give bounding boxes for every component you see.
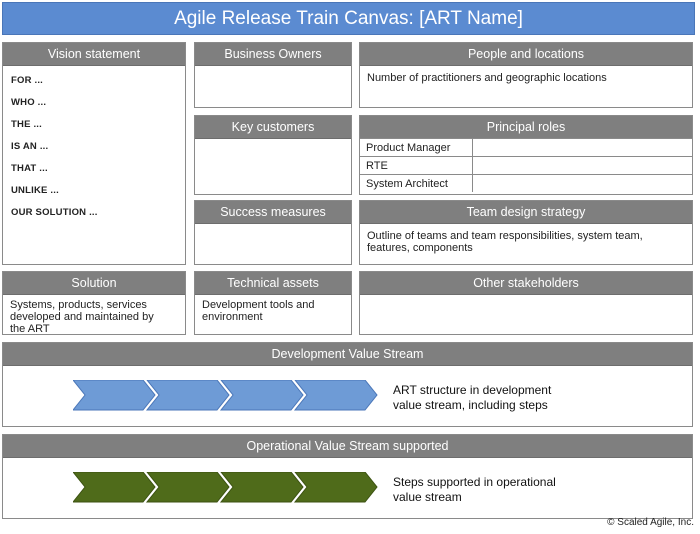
table-row: RTE xyxy=(360,156,692,175)
chevron-step-shape xyxy=(219,380,304,411)
principal-roles-panel: Principal roles Product Manager RTE Syst… xyxy=(359,115,693,195)
business-owners-heading: Business Owners xyxy=(195,43,351,66)
vision-line: IS AN ... xyxy=(11,141,49,152)
role-name: RTE xyxy=(360,156,473,175)
development-value-stream-panel: Development Value Stream ART structure i… xyxy=(2,342,693,427)
other-stakeholders-heading: Other stakeholders xyxy=(360,272,692,295)
vision-line: UNLIKE ... xyxy=(11,185,59,196)
chevron-step-shape xyxy=(219,472,304,503)
operational-value-stream-panel: Operational Value Stream supported Steps… xyxy=(2,434,693,519)
chevron-step-shape xyxy=(293,380,378,411)
table-row: Product Manager xyxy=(360,138,692,157)
vision-line: OUR SOLUTION ... xyxy=(11,207,98,218)
team-design-panel: Team design strategy Outline of teams an… xyxy=(359,200,693,265)
solution-heading: Solution xyxy=(3,272,185,295)
development-value-stream-text: ART structure in development value strea… xyxy=(393,383,552,412)
technical-assets-heading: Technical assets xyxy=(195,272,351,295)
role-value xyxy=(472,138,692,157)
chevron-step-shape xyxy=(145,380,230,411)
copyright-text: © Scaled Agile, Inc. xyxy=(607,517,694,528)
technical-assets-panel: Technical assets Development tools and e… xyxy=(194,271,352,335)
chevron-step-shape xyxy=(145,472,230,503)
development-value-stream-heading: Development Value Stream xyxy=(3,343,692,366)
team-design-body: Outline of teams and team responsibiliti… xyxy=(367,230,643,254)
key-customers-body xyxy=(195,139,351,151)
other-stakeholders-body xyxy=(360,295,692,307)
team-design-heading: Team design strategy xyxy=(360,201,692,224)
vision-statement-heading: Vision statement xyxy=(3,43,185,66)
role-value xyxy=(472,174,692,192)
solution-body: Systems, products, services developed an… xyxy=(10,299,154,335)
vision-statement-lines: FOR ... WHO ... THE ... IS AN ... THAT .… xyxy=(3,66,185,224)
chevron-step-shape xyxy=(73,380,156,411)
success-measures-panel: Success measures xyxy=(194,200,352,265)
business-owners-body xyxy=(195,66,351,78)
vision-line: FOR ... xyxy=(11,75,44,86)
technical-assets-body: Development tools and environment xyxy=(202,299,315,323)
people-locations-heading: People and locations xyxy=(360,43,692,66)
vision-line: THAT ... xyxy=(11,163,48,174)
business-owners-panel: Business Owners xyxy=(194,42,352,108)
vision-statement-panel: Vision statement FOR ... WHO ... THE ...… xyxy=(2,42,186,265)
key-customers-panel: Key customers xyxy=(194,115,352,195)
chevron-step-shape xyxy=(73,472,156,503)
success-measures-body xyxy=(195,224,351,236)
table-row: System Architect xyxy=(360,174,692,192)
people-locations-panel: People and locations Number of practitio… xyxy=(359,42,693,108)
chevron-step-shape xyxy=(293,472,378,503)
people-locations-body: Number of practitioners and geographic l… xyxy=(367,72,607,84)
vision-line: THE ... xyxy=(11,119,42,130)
principal-roles-table: Product Manager RTE System Architect xyxy=(360,138,692,192)
operational-value-stream-chevrons xyxy=(73,472,378,503)
canvas-title: Agile Release Train Canvas: [ART Name] xyxy=(2,2,695,35)
operational-value-stream-text: Steps supported in operational value str… xyxy=(393,475,556,504)
role-name: Product Manager xyxy=(360,138,473,157)
development-value-stream-chevrons xyxy=(73,380,378,411)
principal-roles-heading: Principal roles xyxy=(360,116,692,139)
key-customers-heading: Key customers xyxy=(195,116,351,139)
operational-value-stream-heading: Operational Value Stream supported xyxy=(3,435,692,458)
solution-panel: Solution Systems, products, services dev… xyxy=(2,271,186,335)
vision-line: WHO ... xyxy=(11,97,47,108)
role-value xyxy=(472,156,692,175)
success-measures-heading: Success measures xyxy=(195,201,351,224)
role-name: System Architect xyxy=(360,174,473,192)
other-stakeholders-panel: Other stakeholders xyxy=(359,271,693,335)
